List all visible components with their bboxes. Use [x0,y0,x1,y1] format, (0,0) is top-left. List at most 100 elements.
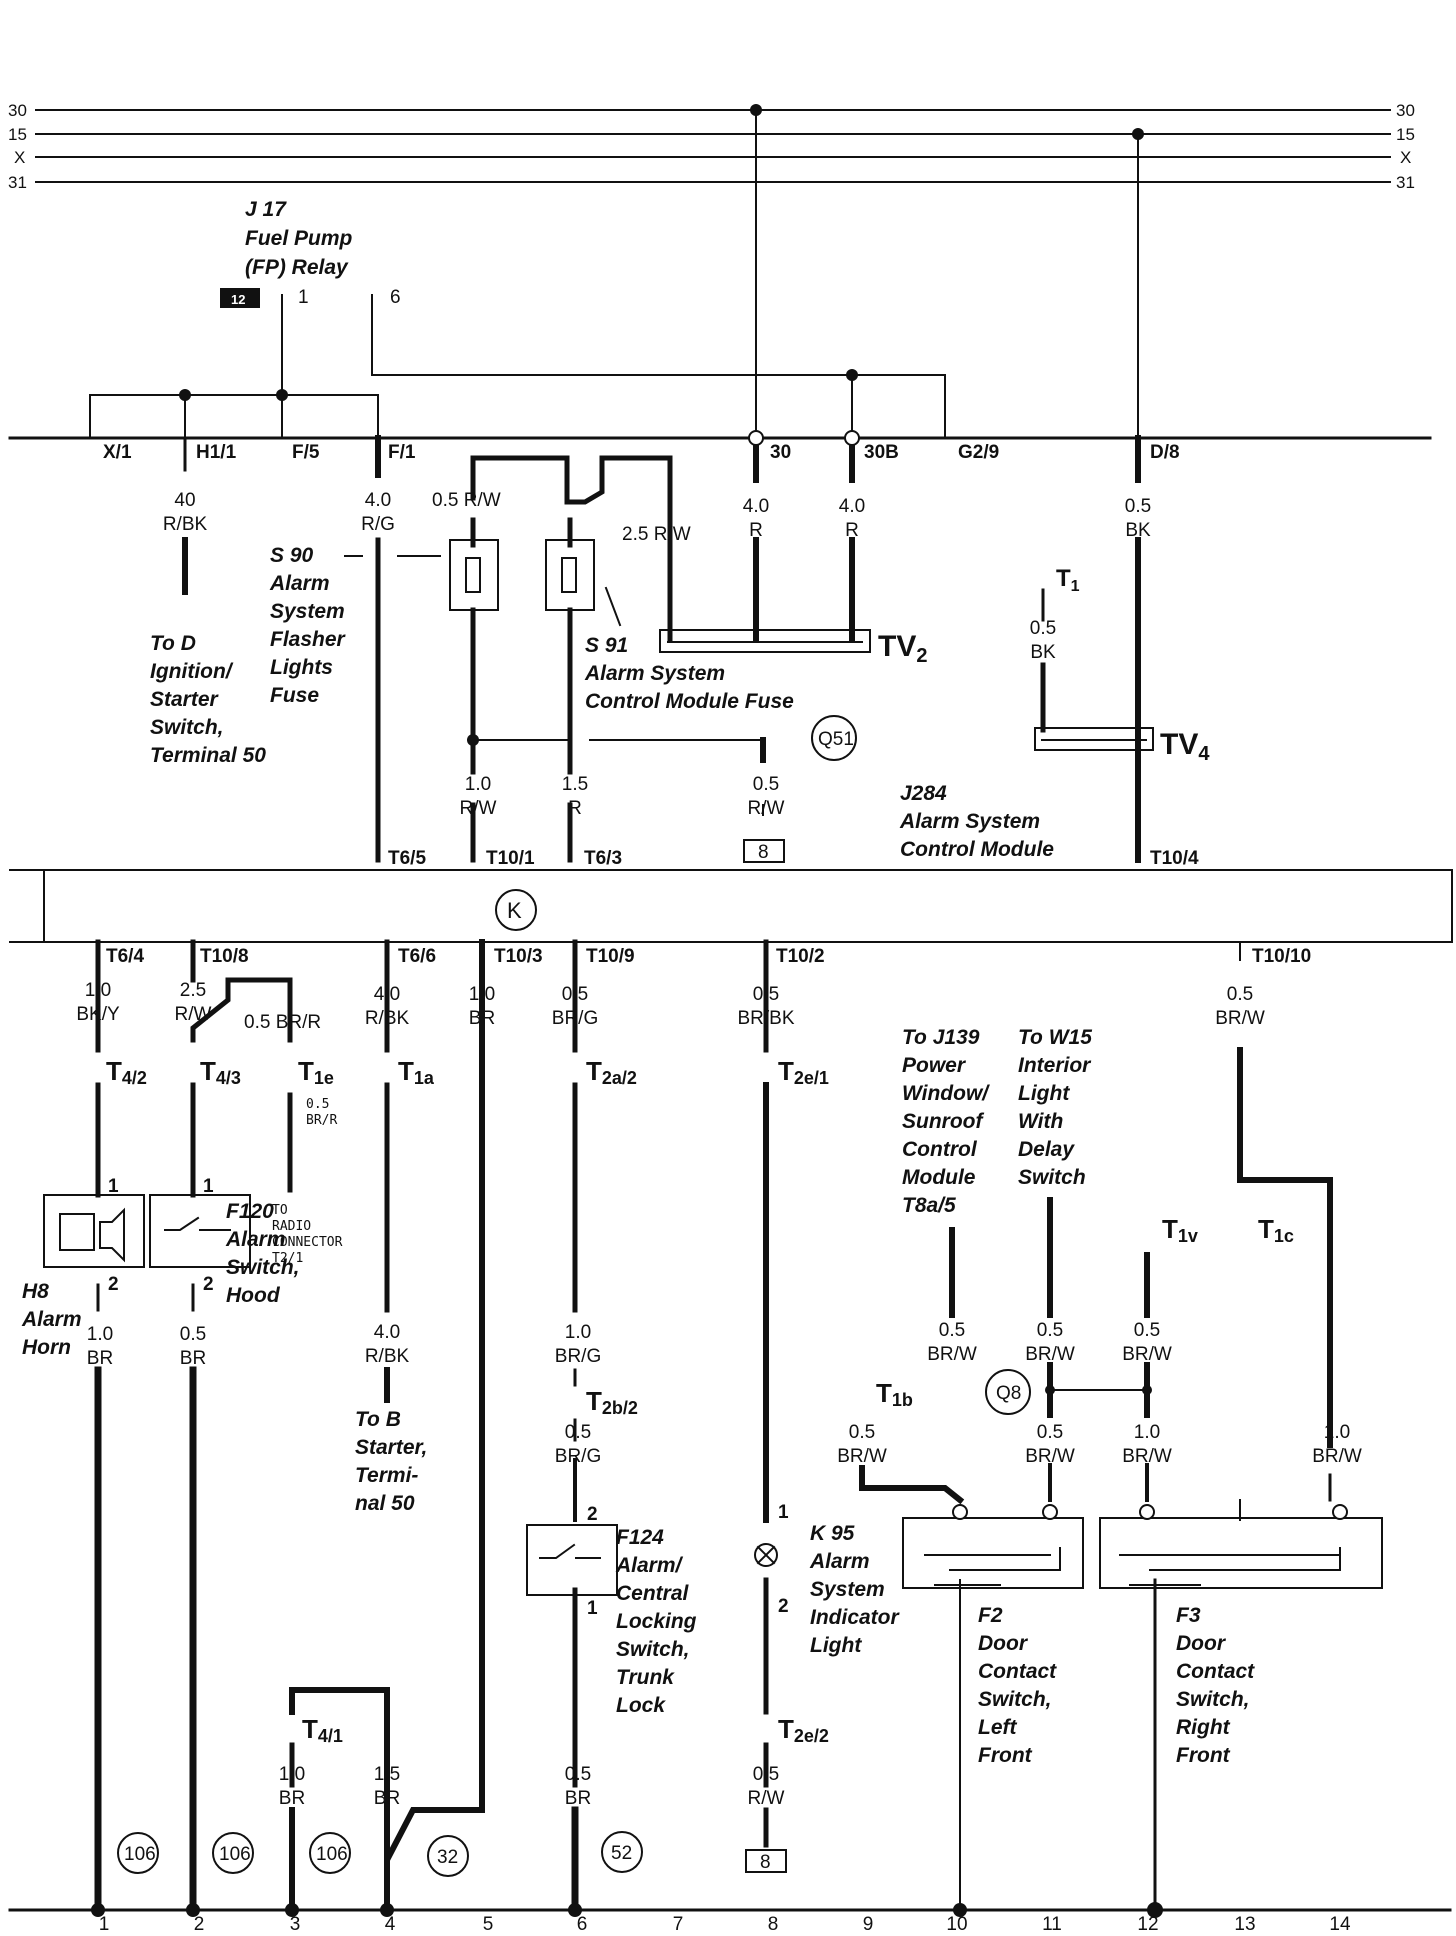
bus-label-15-left: 15 [8,125,27,144]
column-number-3: 3 [290,1914,301,1935]
wire-w6-color: R [845,520,859,541]
relay-badge-text: 12 [231,292,245,307]
c6-bot-color: BR [565,1788,591,1809]
wire-w9-color: R/W [460,798,497,819]
column-number-2: 2 [194,1914,205,1935]
relay-title: J 17 [245,198,287,221]
column-number-9: 9 [863,1914,874,1935]
module-top-t104: T10/4 [1150,848,1199,869]
c2-gauge: 2.5 [180,980,206,1001]
column-number-5: 5 [483,1914,494,1935]
terminal-f5: F/5 [292,442,320,463]
ground-ref-106-c: 106 [316,1844,348,1865]
wire-w7-gauge: 0.5 [1125,496,1151,517]
tv2-label: TV2 [878,630,927,667]
f120-pin-2: 2 [203,1274,214,1295]
c6-low-color: BR/G [555,1446,601,1467]
module-bottom-t102: T10/2 [776,946,825,967]
column-number-7: 7 [673,1914,684,1935]
column-number-10: 10 [946,1914,967,1935]
k95-pin-2: 2 [778,1596,789,1617]
bus-label-x-left: X [14,148,25,167]
module-bottom-t64: T6/4 [106,946,144,967]
relay-pin-6: 6 [390,287,401,308]
f120-pin-1: 1 [203,1176,214,1197]
terminal-f1: F/1 [388,442,416,463]
c10-gauge: 0.5 [939,1320,965,1341]
k-circle [495,889,537,931]
f124-pin-1: 1 [587,1598,598,1619]
q51-text: Q51 [818,729,854,750]
c6-color: BR/G [552,1008,598,1029]
f120-out-color: BR [180,1348,206,1369]
ground-ref-106-b: 106 [219,1844,251,1865]
terminal-30: 30 [770,442,791,463]
c13-color: BR/W [1215,1008,1265,1029]
c5-color: BR [469,1008,495,1029]
q8-circle [985,1369,1031,1415]
ground-ref-8-upper [743,839,785,863]
column-number-8: 8 [768,1914,779,1935]
h8-pin-1: 1 [108,1176,119,1197]
connector-t42: T4/2 [106,1056,147,1088]
wire-w1-gauge: 40 [174,490,195,511]
terminal-g29: G2/9 [958,442,999,463]
c4-low-gauge: 4.0 [374,1322,400,1343]
k95-pin-1: 1 [778,1502,789,1523]
c12-low-gauge: 1.0 [1134,1422,1160,1443]
c8-bot-color: R/W [748,1788,785,1809]
wire-w8-gauge: 0.5 [1030,618,1056,639]
h8-out-gauge: 1.0 [87,1324,113,1345]
module-top-t63: T6/3 [584,848,622,869]
terminal-x1: X/1 [103,442,132,463]
t1b-wire-gauge: 0.5 [849,1422,875,1443]
wire-w10-color: R [568,798,582,819]
c4-bot-color: BR [374,1788,400,1809]
column-number-1: 1 [99,1914,110,1935]
wire-w10-gauge: 1.5 [562,774,588,795]
c6-gauge: 0.5 [562,984,588,1005]
module-top-t65: T6/5 [388,848,426,869]
wire-w6-gauge: 4.0 [839,496,865,517]
wire-w11-gauge: 0.5 [753,774,779,795]
c4-gauge: 4.0 [374,984,400,1005]
connector-t1a: T1a [398,1056,435,1088]
module-bottom-t108: T10/8 [200,946,249,967]
ground-ref-32: 32 [437,1847,458,1868]
ground-ref-8-upper-text: 8 [758,842,769,863]
wire-w5-color: R [749,520,763,541]
c10-color: BR/W [927,1344,977,1365]
c11-low-color: BR/W [1025,1446,1075,1467]
f120-hood-switch [149,1194,251,1268]
tv4-bar [1034,727,1154,751]
bus-label-31-right: 31 [1396,173,1415,192]
c8-gauge: 0.5 [753,984,779,1005]
terminal-d8: D/8 [1150,442,1180,463]
bus-label-30-left: 30 [8,101,27,120]
c6-low-gauge: 0.5 [565,1422,591,1443]
wire-w1-color: R/BK [163,514,208,535]
t1-label: T1 [1056,565,1080,595]
c8-color: BR/BK [737,1008,794,1029]
h8-pin-2: 2 [108,1274,119,1295]
c6-mid-gauge: 1.0 [565,1322,591,1343]
module-bottom-t109: T10/9 [586,946,635,967]
c1-gauge: 1.0 [85,980,111,1001]
ground-ref-52: 52 [611,1843,632,1864]
c1-color: BK/Y [76,1004,120,1025]
c11-low-gauge: 0.5 [1037,1422,1063,1443]
wire-w11-color: R/W [748,798,785,819]
fuse-s90 [449,539,499,611]
c4-color: R/BK [365,1008,410,1029]
module-bottom-t103: T10/3 [494,946,543,967]
f124-pin-2: 2 [587,1504,598,1525]
connector-t2e2: T2e/2 [778,1714,829,1746]
connector-t2b2: T2b/2 [586,1386,638,1418]
